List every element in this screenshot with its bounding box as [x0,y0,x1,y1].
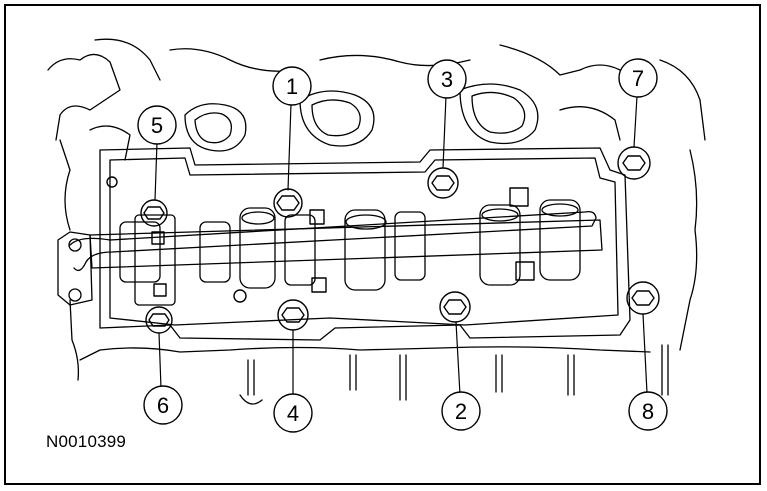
callout-3-label: 3 [441,67,453,92]
studs [239,344,669,405]
oil-tube [69,210,597,272]
callout-6-label: 6 [157,393,169,418]
callout-labels: 1 2 3 4 5 6 7 8 [151,66,654,426]
callout-4-circle [273,393,313,433]
cylinder-head-outline [47,38,706,381]
bolt-2 [439,291,471,323]
callout-7-label: 7 [632,66,644,91]
bolt-8 [626,281,660,315]
callouts [137,58,668,433]
callout-8-circle [628,391,668,431]
callout-1-circle [272,66,312,106]
callout-5-label: 5 [151,113,163,138]
callout-2-label: 2 [455,399,467,424]
bolt-1 [273,188,303,218]
callout-8-label: 8 [642,399,654,424]
intake-ports [89,83,621,161]
leader-lines [154,95,648,398]
callout-2-circle [441,391,481,431]
callout-5-circle [137,105,177,145]
bolt-3 [427,167,459,199]
callout-7-circle [618,58,658,98]
callout-4-label: 4 [287,401,299,426]
front-cap [57,214,176,306]
bolt-7 [617,146,651,180]
callout-1-label: 1 [286,74,298,99]
bolt-5 [140,199,168,227]
camshaft-carrier [99,147,631,341]
figure-id-label: N0010399 [46,432,127,451]
bolt-6 [145,306,173,334]
callout-6-circle [143,385,183,425]
bolt-4 [277,299,309,331]
callout-3-circle [427,59,467,99]
